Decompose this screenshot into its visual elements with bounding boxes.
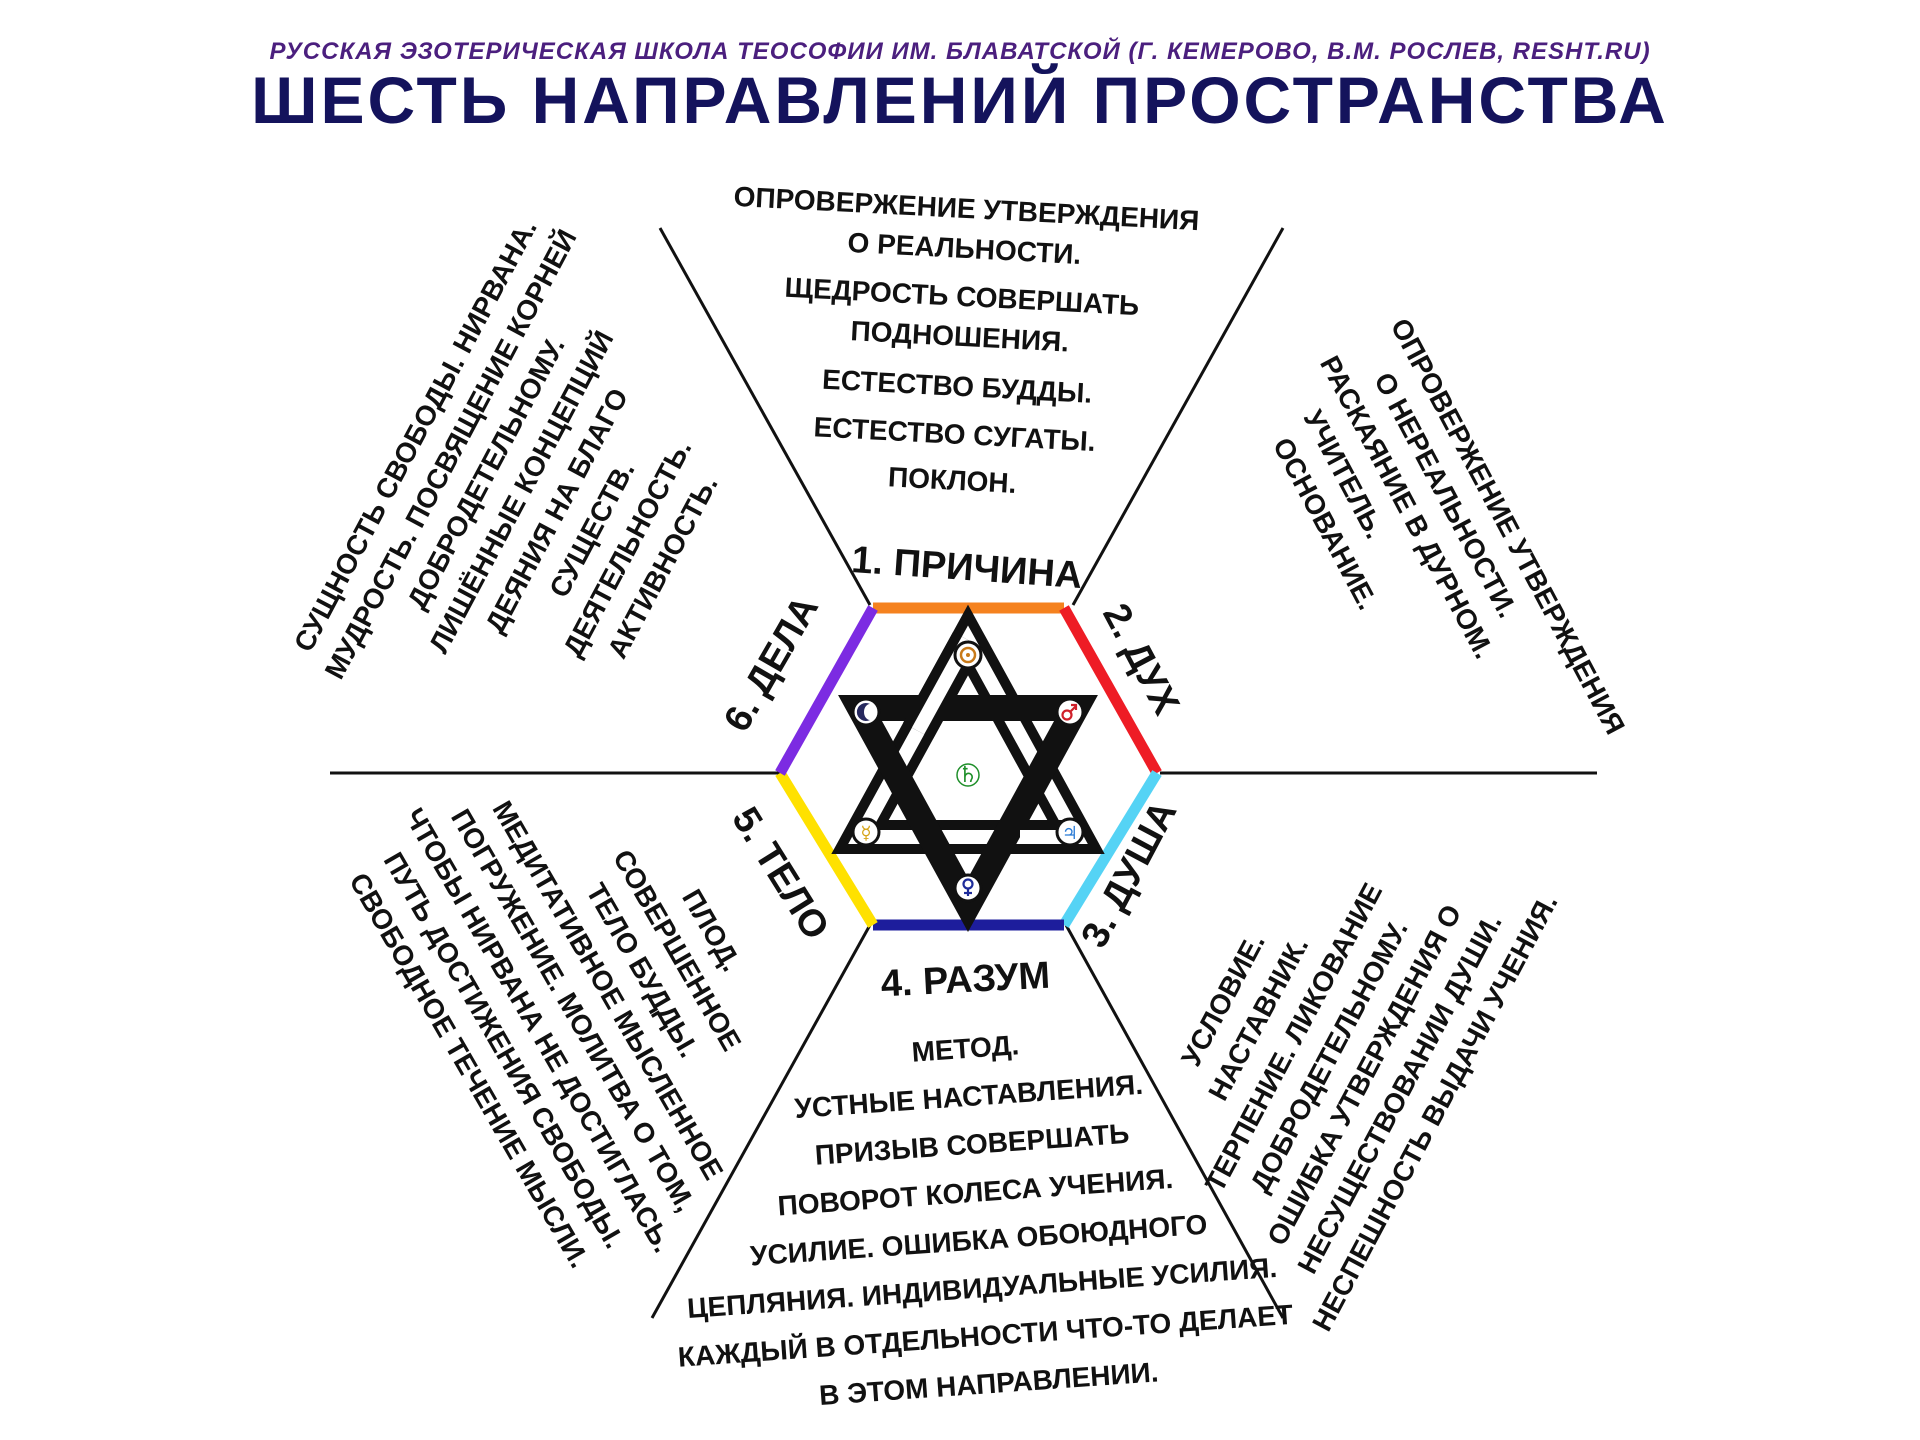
divider-lower-left: [650, 924, 872, 1319]
sector-line: ЕСТЕСТВО БУДДЫ.: [821, 364, 1092, 409]
sector-text-cause: ОПРОВЕРЖЕНИЕ УТВЕРЖДЕНИЯ О РЕАЛЬНОСТИ. Щ…: [733, 181, 1200, 499]
hexagon-edge-lower-left: [775, 770, 878, 928]
sector-line: ПРИЗЫВ СОВЕРШАТЬ: [814, 1118, 1130, 1171]
sector-text-soul: УСЛОВИЕ. НАСТАВНИК. ТЕРПЕНИЕ. ЛИКОВАНИЕ …: [1175, 878, 1563, 1336]
sun-symbol-icon: [953, 640, 983, 670]
divider-lower-right: [1064, 924, 1285, 1319]
planet-symbols: ♃ ☿ ♄: [851, 640, 1085, 903]
jupiter-symbol-icon: ♃: [1055, 817, 1085, 847]
sector-line: МЕТОД.: [911, 1029, 1020, 1067]
saturn-symbol-icon: ♄: [956, 763, 980, 788]
svg-text:♄: ♄: [958, 763, 978, 788]
sector-label-spirit: 2. ДУХ: [1094, 597, 1187, 722]
svg-text:☿: ☿: [860, 823, 871, 844]
sector-label-mind: 4. РАЗУМ: [880, 955, 1051, 1006]
mars-symbol-icon: [1055, 697, 1085, 727]
sector-line: ПОКЛОН.: [887, 461, 1017, 499]
sector-label-body: 5. ТЕЛО: [723, 800, 837, 947]
venus-symbol-icon: [953, 873, 983, 903]
divider-lines: [330, 227, 1597, 1319]
sector-line: ЩЕДРОСТЬ СОВЕРШАТЬ: [784, 272, 1140, 322]
sector-text-body: ПЛОД. СОВЕРШЕННОЕ ТЕЛО БУДДЫ. МЕДИТАТИВН…: [343, 796, 747, 1273]
sector-line: УСТНЫЕ НАСТАВЛЕНИЯ.: [793, 1069, 1143, 1124]
hexagon-edge-upper-left: [775, 605, 878, 776]
svg-text:♃: ♃: [1062, 823, 1078, 844]
sector-line: ПОДНОШЕНИЯ.: [850, 315, 1070, 357]
sector-label-cause: 1. ПРИЧИНА: [850, 539, 1083, 597]
hexagram-down-triangle: [838, 695, 1098, 933]
sector-text-spirit: ОПРОВЕРЖЕНИЕ УТВЕРЖДЕНИЯ О НЕРЕАЛЬНОСТИ.…: [1267, 313, 1631, 739]
moon-symbol-icon: [851, 697, 881, 727]
sector-line: В ЭТОМ НАПРАВЛЕНИИ.: [818, 1356, 1159, 1411]
header-subtitle: РУССКАЯ ЭЗОТЕРИЧЕСКАЯ ШКОЛА ТЕОСОФИИ ИМ.…: [269, 38, 1651, 65]
sector-text-deeds: СУЩНОСТЬ СВОБОДЫ. НИРВАНА. МУДРОСТЬ. ПОС…: [288, 214, 724, 684]
hexagon-edge-upper-right: [1059, 605, 1162, 776]
hexagon-edge-lower-right: [1059, 770, 1162, 928]
sector-line: ЕСТЕСТВО СУГАТЫ.: [813, 411, 1096, 457]
sector-line: О РЕАЛЬНОСТИ.: [847, 227, 1082, 270]
sector-text-mind: МЕТОД. УСТНЫЕ НАСТАВЛЕНИЯ. ПРИЗЫВ СОВЕРШ…: [677, 1029, 1294, 1411]
page-title: ШЕСТЬ НАПРАВЛЕНИЙ ПРОСТРАНСТВА: [251, 63, 1669, 137]
sector-line: ОПРОВЕРЖЕНИЕ УТВЕРЖДЕНИЯ: [733, 181, 1200, 236]
hexagram-up-triangle-band: [848, 625, 1088, 844]
mercury-symbol-icon: ☿: [851, 817, 881, 847]
divider-upper-left: [658, 227, 872, 606]
sector-line: ПОВОРОТ КОЛЕСА УЧЕНИЯ.: [777, 1163, 1174, 1222]
divider-upper-right: [1071, 227, 1285, 606]
